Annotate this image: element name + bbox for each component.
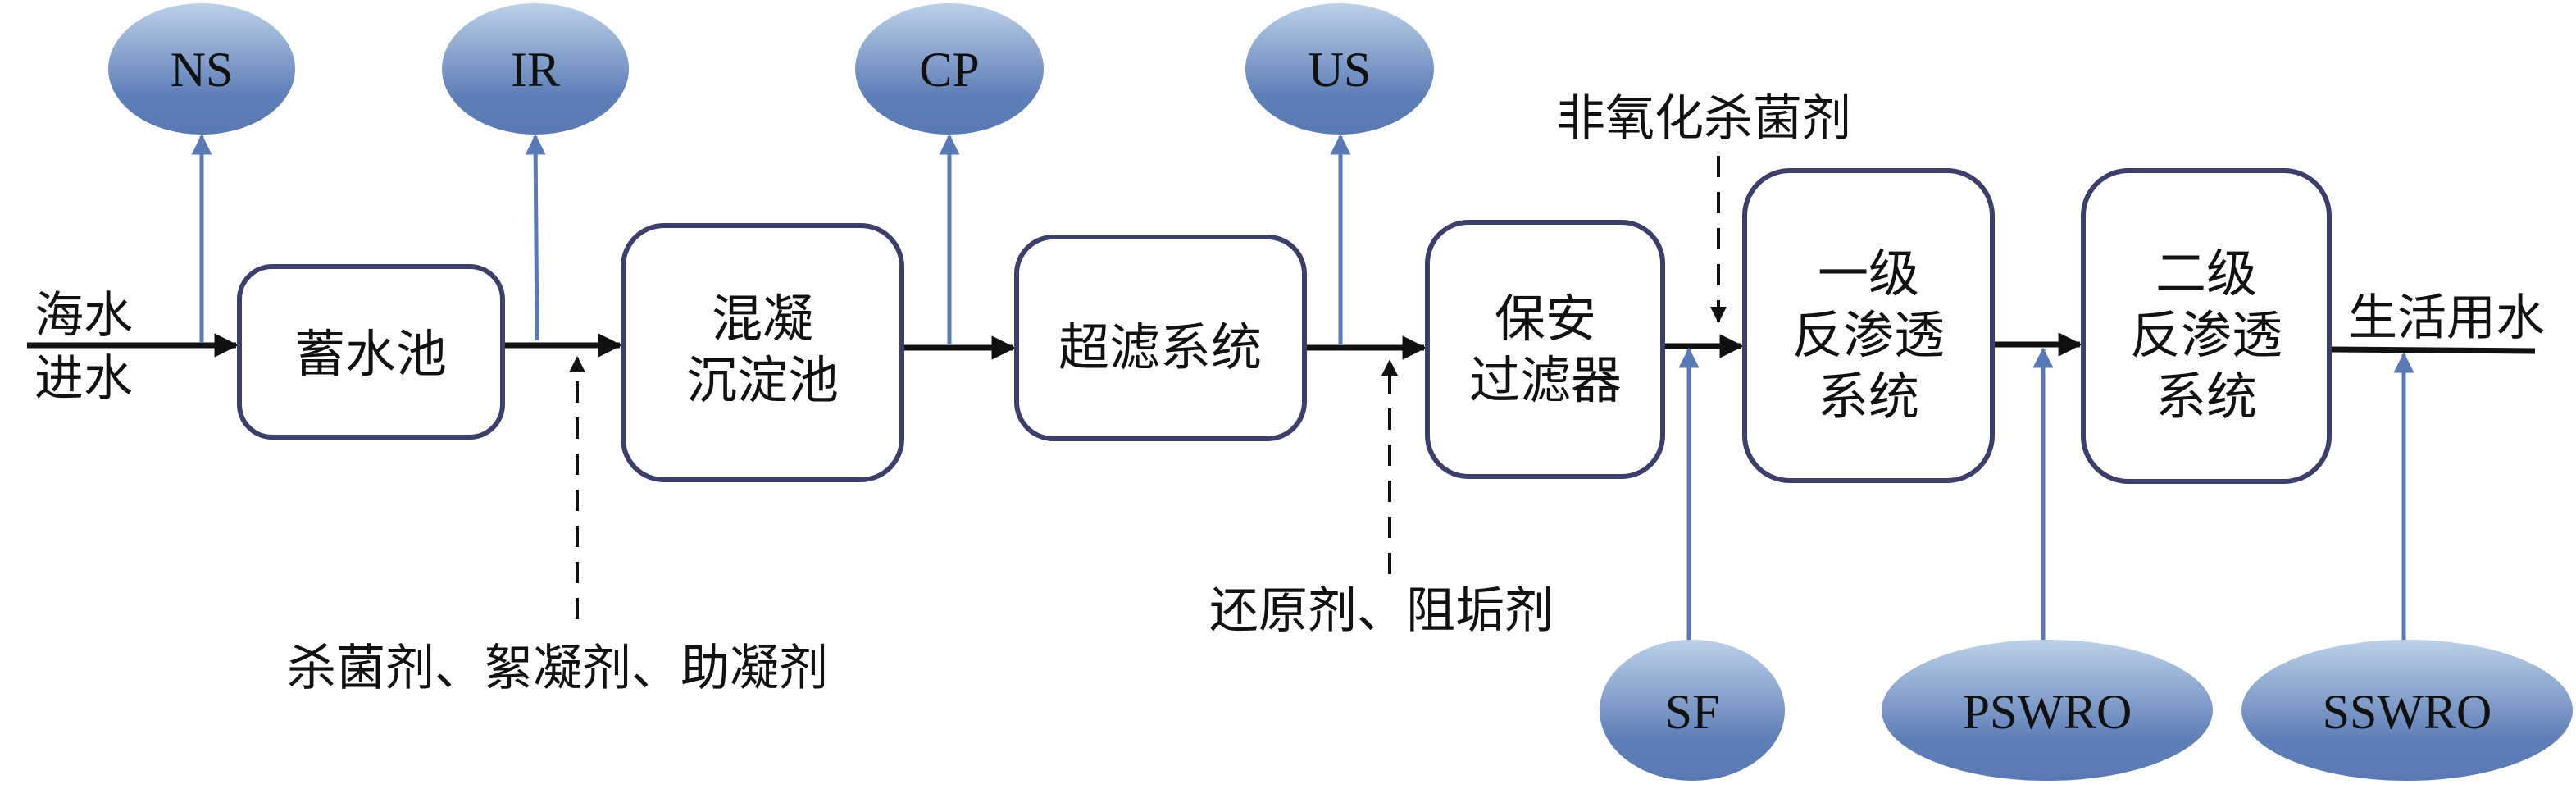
unit-label-line2: 反渗透: [2130, 305, 2282, 365]
node-ns[interactable]: NS: [108, 3, 295, 135]
process-units: 蓄水池 混凝 沉淀池 超滤系统 保安 过滤器 一级 反渗透 系统 二级 反渗透 …: [237, 168, 2332, 484]
node-label: CP: [919, 43, 979, 97]
unit-label: 蓄水池: [294, 324, 447, 384]
outlet-label: 生活用水: [2348, 290, 2545, 347]
unit-storage-tank[interactable]: 蓄水池: [237, 264, 505, 440]
inlet-label-line2: 进水: [34, 350, 133, 408]
dosing-label-2: 还原剂、阻垢剂: [1209, 582, 1554, 640]
node-label: SSWRO: [2323, 685, 2492, 739]
node-label: NS: [171, 43, 234, 97]
node-sf[interactable]: SF: [1600, 640, 1785, 781]
unit-first-stage-ro[interactable]: 一级 反渗透 系统: [1742, 168, 1995, 483]
unit-label-line1: 一级: [1818, 244, 1919, 303]
unit-coagulation-sedimentation-tank[interactable]: 混凝 沉淀池: [621, 223, 904, 482]
node-links: [191, 134, 2414, 643]
unit-label-line1: 保安: [1495, 289, 1596, 349]
unit-second-stage-ro[interactable]: 二级 反渗透 系统: [2081, 168, 2332, 484]
unit-ultrafiltration-system[interactable]: 超滤系统: [1014, 235, 1307, 441]
inlet-label-line1: 海水: [34, 287, 133, 344]
unit-label: 超滤系统: [1058, 317, 1262, 377]
node-label: SF: [1665, 685, 1720, 739]
node-label: PSWRO: [1963, 685, 2132, 739]
unit-label-line1: 混凝: [712, 289, 813, 349]
node-label: IR: [511, 43, 560, 97]
main-flow: [27, 332, 2536, 360]
ellipse-nodes: NS IR CP US SF PSWRO SSWRO: [108, 3, 2573, 781]
flow-line-outlet: [2331, 346, 2536, 354]
node-sswro[interactable]: SSWRO: [2241, 640, 2573, 781]
node-us[interactable]: US: [1245, 3, 1434, 135]
node-label: US: [1308, 43, 1372, 97]
dosing-arrows: [569, 156, 1727, 619]
node-pswro[interactable]: PSWRO: [1882, 640, 2213, 781]
unit-label-line2: 过滤器: [1469, 350, 1622, 410]
io-labels: 海水 进水 生活用水: [34, 287, 2545, 408]
dosing-label-3: 非氧化杀菌剂: [1556, 90, 1851, 148]
link-ir: [525, 134, 546, 341]
unit-label-line1: 二级: [2155, 244, 2257, 303]
dosing-label-1: 杀菌剂、絮凝剂、助凝剂: [287, 640, 828, 697]
dosing-labels: 杀菌剂、絮凝剂、助凝剂 还原剂、阻垢剂 非氧化杀菌剂: [287, 90, 1851, 697]
unit-cartridge-filter[interactable]: 保安 过滤器: [1425, 220, 1665, 479]
unit-label-line2: 沉淀池: [686, 350, 839, 410]
unit-label-line2: 反渗透: [1792, 305, 1945, 365]
unit-label-line3: 系统: [1818, 367, 1919, 426]
unit-label-line3: 系统: [2155, 367, 2257, 426]
node-cp[interactable]: CP: [855, 3, 1044, 135]
node-ir[interactable]: IR: [442, 3, 629, 135]
